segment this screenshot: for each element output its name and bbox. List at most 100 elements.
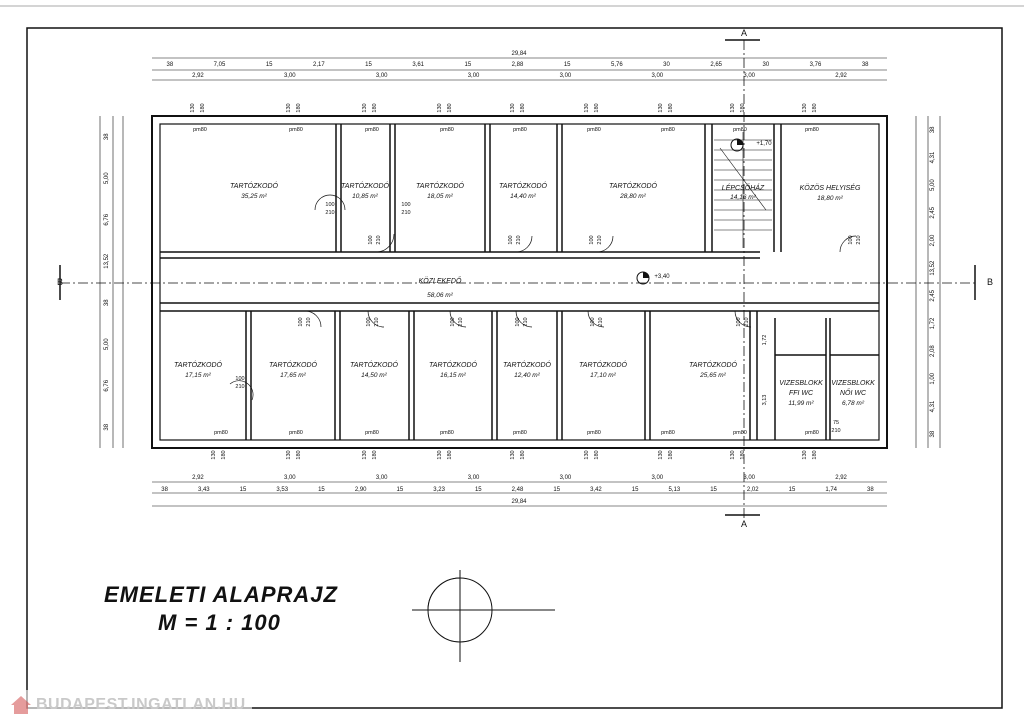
dimension-text: 3,00 — [651, 475, 663, 481]
exterior-walls — [151, 115, 888, 449]
room-name: VIZESBLOKK — [779, 380, 823, 387]
dimension-text: 15 — [397, 487, 404, 493]
door-width: 100 — [368, 235, 374, 244]
dimension-text: 15 — [318, 487, 325, 493]
dimension-text: 2,17 — [313, 62, 325, 68]
room-area: 17,10 m² — [590, 372, 616, 379]
door-width: 100 — [450, 317, 456, 326]
door-height: 210 — [374, 317, 380, 326]
door-height: 210 — [744, 317, 750, 326]
door-height: 210 — [523, 317, 529, 326]
opening-height: 180 — [372, 450, 378, 459]
dimension-text: 3,76 — [810, 62, 822, 68]
dimension-text: 38 — [862, 62, 869, 68]
room-name: TARTÓZKODÓ — [579, 360, 628, 369]
dimension-text: 38 — [104, 133, 110, 140]
window-label: pm80 — [440, 430, 454, 436]
opening-width: 130 — [658, 450, 664, 459]
dimension-text: 2,48 — [512, 487, 524, 493]
room-area: 14,16 m² — [730, 194, 756, 201]
opening-height: 180 — [668, 103, 674, 112]
window-label: pm80 — [805, 127, 819, 133]
section-letter-b-right: B — [987, 277, 993, 287]
level-corridor-text: +3,40 — [654, 274, 670, 280]
window-label: pm80 — [193, 127, 207, 133]
watermark: BUDAPEST.INGATLAN.HU — [4, 690, 252, 720]
dimension-text: 30 — [762, 62, 769, 68]
dimension-text: 2,92 — [835, 73, 847, 79]
door-width: 100 — [325, 202, 334, 208]
dimension-text: 3,00 — [468, 73, 480, 79]
opening-height: 180 — [221, 450, 227, 459]
dimension-text: 5,13 — [668, 487, 680, 493]
opening-width: 130 — [584, 103, 590, 112]
opening-height: 180 — [594, 450, 600, 459]
dimension-column-right: 384,315,002,452,0013,522,451,722,081,004… — [930, 126, 936, 438]
door-height: 210 — [306, 317, 312, 326]
stair-treads — [714, 132, 772, 248]
dimension-text: 30 — [663, 62, 670, 68]
dimension-text: 15 — [553, 487, 560, 493]
level-marker-stair: +1,70 — [730, 138, 772, 152]
opening-width: 130 — [658, 103, 664, 112]
dimension-text: 2,92 — [192, 73, 204, 79]
room-name: TARTÓZKODÓ — [503, 360, 552, 369]
top-room-labels: TARTÓZKODÓ 35,25 m² TARTÓZKODÓ 10,85 m² … — [230, 181, 861, 202]
sheet-border — [26, 27, 1003, 709]
dimension-text: 38 — [166, 62, 173, 68]
dimension-text: 38 — [161, 487, 168, 493]
room-area: 25,65 m² — [699, 372, 726, 379]
section-markers — [59, 39, 976, 516]
window-label: pm80 — [289, 430, 303, 436]
dimension-text: 3,23 — [433, 487, 445, 493]
dimension-text: 3,61 — [412, 62, 424, 68]
misc-label: 75 — [833, 420, 839, 426]
opening-width: 130 — [211, 450, 217, 459]
door-height: 210 — [597, 235, 603, 244]
window-label: pm80 — [661, 430, 675, 436]
room-name: TARTÓZKODÓ — [350, 360, 399, 369]
opening-width: 130 — [437, 103, 443, 112]
dimension-text: 6,76 — [104, 379, 110, 391]
dimension-text: 3,00 — [284, 475, 296, 481]
opening-height: 180 — [520, 103, 526, 112]
door-height: 210 — [516, 235, 522, 244]
north-arrow — [412, 570, 555, 662]
window-label: pm80 — [513, 430, 527, 436]
opening-width: 130 — [362, 450, 368, 459]
dimension-text: 6,76 — [104, 213, 110, 225]
room-name: TARTÓZKODÓ — [174, 360, 223, 369]
room-subname: FFI WC — [789, 390, 814, 397]
window-label: pm80 — [365, 127, 379, 133]
opening-height: 180 — [200, 103, 206, 112]
room-area: 10,85 m² — [352, 193, 378, 200]
opening-height: 180 — [812, 103, 818, 112]
dimension-text: 3,00 — [468, 475, 480, 481]
door-width: 100 — [589, 235, 595, 244]
dimension-text: 15 — [710, 487, 717, 493]
dimension-text: 3,00 — [743, 475, 755, 481]
opening-height: 180 — [447, 450, 453, 459]
dimension-text: 38 — [867, 487, 874, 493]
room-area: 6,78 m² — [842, 400, 865, 407]
dimension-text: 2,00 — [930, 234, 936, 246]
opening-width: 130 — [362, 103, 368, 112]
window-label: pm80 — [289, 127, 303, 133]
dimension-text: 3,00 — [560, 475, 572, 481]
door-height: 210 — [856, 235, 862, 244]
window-label: pm80 — [214, 430, 228, 436]
total-width-top: 29,84 — [511, 51, 527, 57]
dimension-text: 2,08 — [930, 345, 936, 357]
misc-label: 210 — [831, 428, 840, 434]
dimension-text: 15 — [240, 487, 247, 493]
window-label: pm80 — [733, 127, 747, 133]
window-label: pm80 — [661, 127, 675, 133]
room-name: TARTÓZKODÓ — [416, 181, 465, 190]
dimension-text: 3,00 — [284, 73, 296, 79]
total-width-bottom: 29,84 — [511, 499, 527, 505]
opening-height: 180 — [296, 450, 302, 459]
dimension-text: 3,00 — [560, 73, 572, 79]
